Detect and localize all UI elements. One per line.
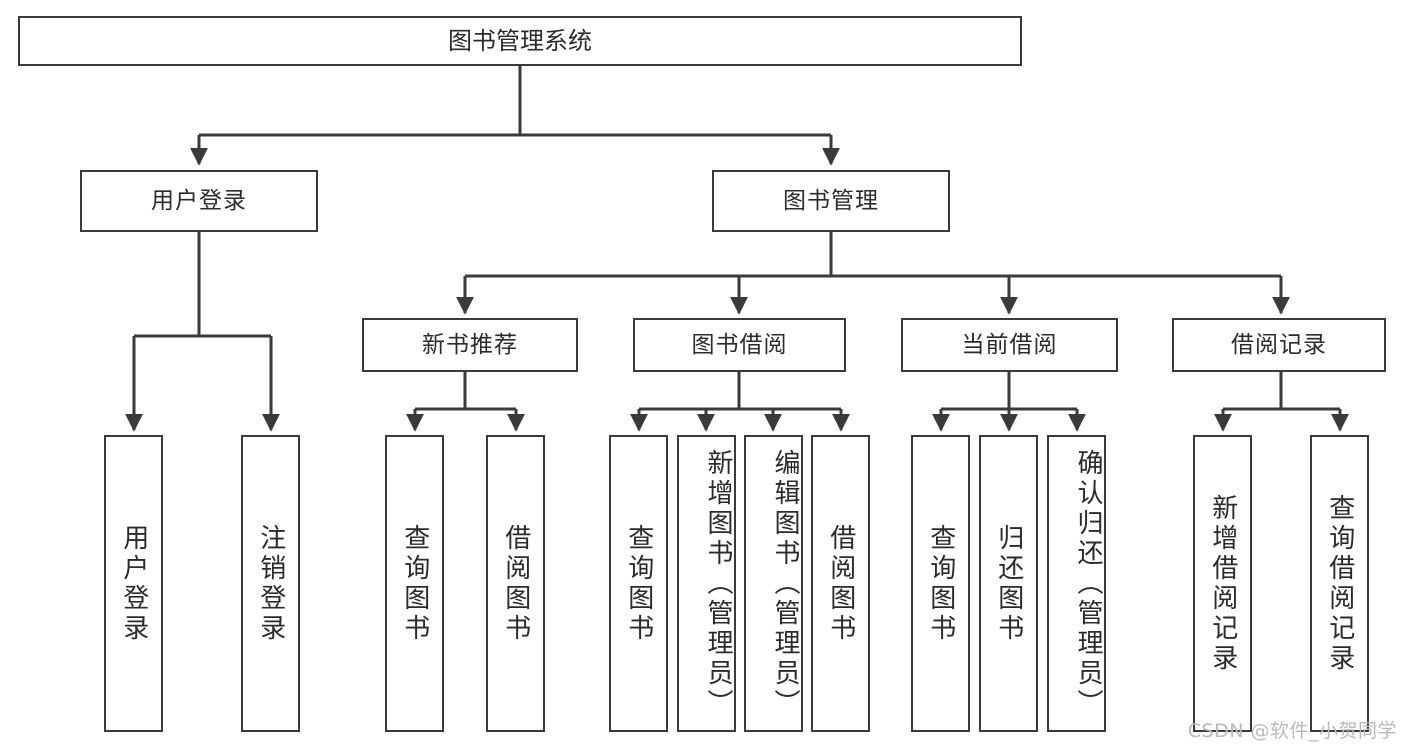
- node-book-manage[interactable]: 图书管理: [712, 170, 950, 232]
- node-leaf-query-book-recommend[interactable]: 查询图书: [385, 435, 444, 732]
- node-book-borrow[interactable]: 图书借阅: [633, 318, 846, 372]
- csdn-watermark: CSDN @软件_小贺同学: [1187, 720, 1397, 742]
- node-new-book-recommend[interactable]: 新书推荐: [362, 318, 578, 372]
- node-user-login[interactable]: 用户登录: [80, 170, 318, 232]
- node-leaf-query-book-current[interactable]: 查询图书: [911, 435, 970, 732]
- node-leaf-edit-book-admin[interactable]: 编辑图书（管理员）: [744, 435, 803, 732]
- node-leaf-borrow-book-borrow[interactable]: 借阅图书: [811, 435, 870, 732]
- node-current-borrow[interactable]: 当前借阅: [901, 318, 1118, 372]
- node-leaf-add-borrow-record[interactable]: 新增借阅记录: [1193, 435, 1252, 732]
- node-borrow-record[interactable]: 借阅记录: [1172, 318, 1386, 372]
- node-leaf-query-book-borrow[interactable]: 查询图书: [609, 435, 668, 732]
- node-leaf-confirm-return-admin[interactable]: 确认归还（管理员）: [1047, 435, 1106, 732]
- node-root-system[interactable]: 图书管理系统: [18, 16, 1022, 66]
- node-leaf-borrow-book-recommend[interactable]: 借阅图书: [486, 435, 545, 732]
- node-leaf-add-book-admin[interactable]: 新增图书（管理员）: [677, 435, 736, 732]
- node-leaf-logout-login[interactable]: 注销登录: [241, 435, 300, 732]
- node-leaf-user-login[interactable]: 用户登录: [104, 435, 163, 732]
- node-leaf-return-book[interactable]: 归还图书: [979, 435, 1038, 732]
- node-leaf-query-borrow-record[interactable]: 查询借阅记录: [1310, 435, 1369, 732]
